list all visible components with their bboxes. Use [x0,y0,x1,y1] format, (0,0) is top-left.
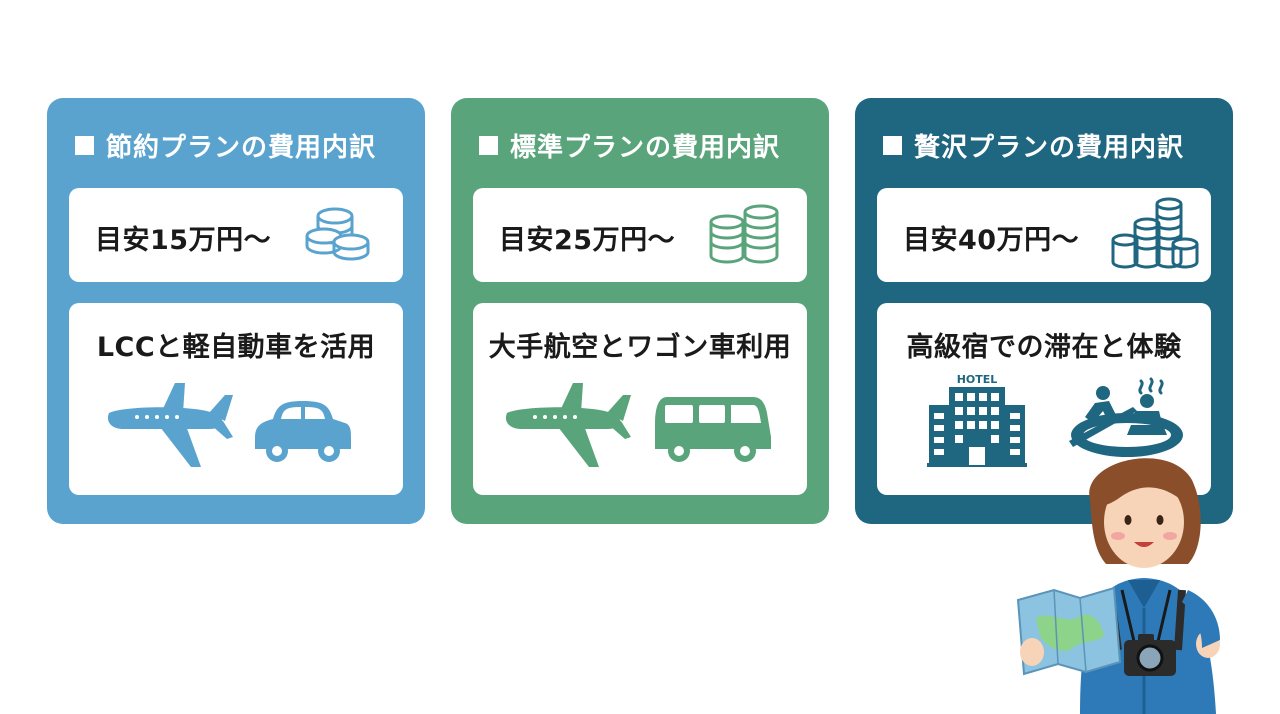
standard-plan-card: 標準プランの費用内訳 目安25万円〜 大手航空とワゴン車利用 [451,98,829,524]
budget-price: 目安15万円〜 [95,225,272,256]
square-bullet-icon [479,135,498,155]
budget-method-panel: LCCと軽自動車を活用 [69,303,403,495]
budget-method: LCCと軽自動車を活用 [96,332,376,363]
coins-icon [709,204,779,264]
airplane-icon [505,383,631,467]
standard-method-panel: 大手航空とワゴン車利用 [473,303,807,495]
car-icon [255,401,351,462]
luxury-plan-title: 贅沢プランの費用内訳 [883,128,1184,163]
van-icon [655,397,771,462]
square-bullet-icon [883,135,902,155]
traveler-with-map-icon [1016,458,1220,714]
budget-plan-card: 節約プランの費用内訳 目安15万円〜 LCCと軽自動車を活用 [47,98,425,524]
luxury-price-panel: 目安40万円〜 [877,188,1211,282]
standard-plan-title: 標準プランの費用内訳 [479,128,780,163]
coins-icon [305,207,370,261]
standard-price: 目安25万円〜 [499,225,676,256]
luxury-plan-card: 贅沢プランの費用内訳 目安40万円〜 高級宿での滞在と体験 [855,98,1233,524]
luxury-method: 高級宿での滞在と体験 [906,332,1182,363]
standard-price-panel: 目安25万円〜 [473,188,807,282]
skiing-onsen-icon [1069,377,1183,457]
airplane-icon [107,383,233,467]
square-bullet-icon [75,135,94,155]
coins-icon [1111,197,1199,269]
budget-plan-title: 節約プランの費用内訳 [75,128,376,163]
svg-text:HOTEL: HOTEL [957,373,998,386]
standard-method: 大手航空とワゴン車利用 [488,332,792,363]
budget-price-panel: 目安15万円〜 [69,188,403,282]
luxury-price: 目安40万円〜 [903,225,1080,256]
hotel-icon: HOTEL [927,373,1027,467]
